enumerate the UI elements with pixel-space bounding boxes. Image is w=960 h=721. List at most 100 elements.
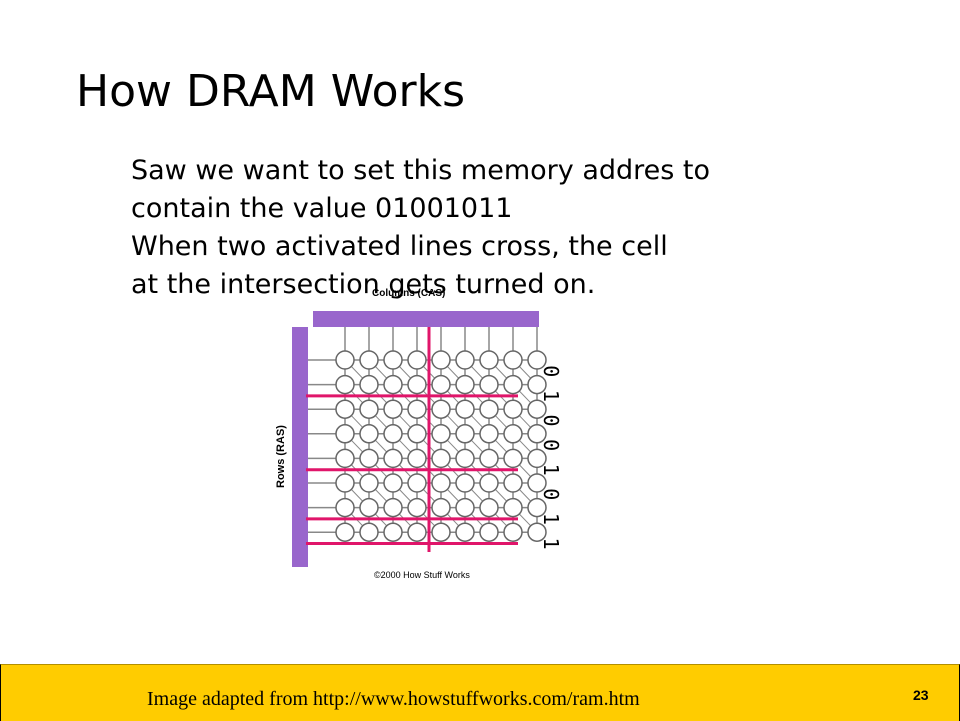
memory-cell (383, 497, 403, 518)
body-line: When two activated lines cross, the cell (131, 231, 668, 262)
memory-cell (455, 350, 475, 370)
memory-cell (359, 522, 379, 542)
bit-label: 1 (539, 464, 563, 476)
diagonal-wire (373, 413, 389, 430)
diagonal-wire (493, 438, 509, 454)
body-line: at the intersection gets turned on. (131, 269, 596, 300)
memory-cell (479, 399, 499, 419)
row-bus-bar (292, 327, 308, 567)
memory-cell (335, 374, 355, 395)
column-bus-bar (313, 311, 539, 327)
memory-cell (359, 399, 379, 419)
bit-label: 1 (539, 390, 563, 402)
diagonal-wire (373, 364, 389, 380)
diagonal-wire (493, 413, 509, 430)
memory-cell (359, 350, 379, 370)
copyright-label: ©2000 How Stuff Works (374, 570, 470, 580)
memory-cell (527, 424, 547, 444)
bit-label: 0 (539, 365, 563, 377)
diagonal-wire (517, 389, 533, 405)
memory-cell (383, 522, 403, 542)
memory-cell (455, 473, 475, 493)
memory-cell (455, 424, 475, 444)
diagonal-wire (517, 463, 533, 479)
memory-cell (335, 497, 355, 518)
bit-label: 0 (539, 414, 563, 426)
memory-cell (431, 350, 451, 370)
diagonal-wire (445, 438, 461, 454)
diagonal-wire (469, 487, 485, 503)
memory-cell (527, 374, 547, 395)
slide-body: Saw we want to set this memory addres to… (131, 152, 891, 304)
active-lines (306, 327, 518, 552)
memory-cells (335, 350, 547, 542)
memory-cell (503, 424, 523, 444)
memory-cell (431, 399, 451, 419)
memory-cell (527, 497, 547, 518)
memory-cell (383, 374, 403, 395)
page-number: 23 (913, 687, 929, 703)
memory-cell (503, 448, 523, 469)
memory-cell (407, 399, 427, 419)
memory-cell (527, 522, 547, 542)
memory-cell (455, 374, 475, 395)
diagonal-wire (517, 364, 533, 380)
bit-values: 01001011 (539, 365, 563, 549)
diagonal-wire (373, 487, 389, 503)
memory-cell (359, 374, 379, 395)
diagonal-wire (397, 413, 413, 430)
bit-label: 0 (539, 439, 563, 451)
memory-cell (383, 448, 403, 469)
memory-cell (503, 399, 523, 419)
diagonal-wire (397, 438, 413, 454)
memory-cell (455, 448, 475, 469)
memory-cell (431, 497, 451, 518)
memory-cell (407, 473, 427, 493)
footer-bar: Image adapted from http://www.howstuffwo… (0, 664, 960, 721)
memory-cell (383, 424, 403, 444)
diagonal-wire (517, 512, 533, 528)
dram-grid-diagram: Columns (CAS) Rows (RAS) ©2000 How Stuff… (275, 288, 563, 580)
diagonal-wire (493, 487, 509, 503)
diagonal-wire (397, 487, 413, 503)
diagonal-wire (517, 413, 533, 430)
slide-title: How DRAM Works (76, 66, 466, 117)
diagonal-wire (517, 438, 533, 454)
memory-cell (407, 374, 427, 395)
memory-cell (527, 399, 547, 419)
bit-label: 1 (539, 513, 563, 525)
diagonal-wire (445, 364, 461, 380)
memory-cell (527, 473, 547, 493)
memory-cell (383, 473, 403, 493)
diagonal-wire (517, 487, 533, 503)
memory-cell (359, 473, 379, 493)
diagonal-wire (349, 413, 365, 430)
memory-cell (479, 374, 499, 395)
memory-cell (335, 448, 355, 469)
memory-cell (503, 374, 523, 395)
memory-cell (335, 350, 355, 370)
memory-cell (479, 448, 499, 469)
memory-cell (479, 424, 499, 444)
memory-cell (527, 350, 547, 370)
body-line: contain the value 01001011 (131, 193, 513, 224)
memory-cell (527, 448, 547, 469)
memory-cell (407, 350, 427, 370)
diagonal-wire (349, 364, 365, 380)
diagonal-wire (373, 438, 389, 454)
memory-cell (407, 497, 427, 518)
memory-cell (431, 424, 451, 444)
memory-cell (479, 473, 499, 493)
memory-cell (479, 350, 499, 370)
columns-label: Columns (CAS) (372, 288, 445, 299)
diagonal-wire (445, 487, 461, 503)
memory-cell (455, 497, 475, 518)
diagonal-wire (493, 364, 509, 380)
memory-cell (503, 473, 523, 493)
diagonal-wire (397, 364, 413, 380)
diagonal-wire (349, 487, 365, 503)
bit-label: 0 (539, 488, 563, 500)
memory-cell (359, 448, 379, 469)
memory-cell (407, 522, 427, 542)
memory-cell (431, 448, 451, 469)
